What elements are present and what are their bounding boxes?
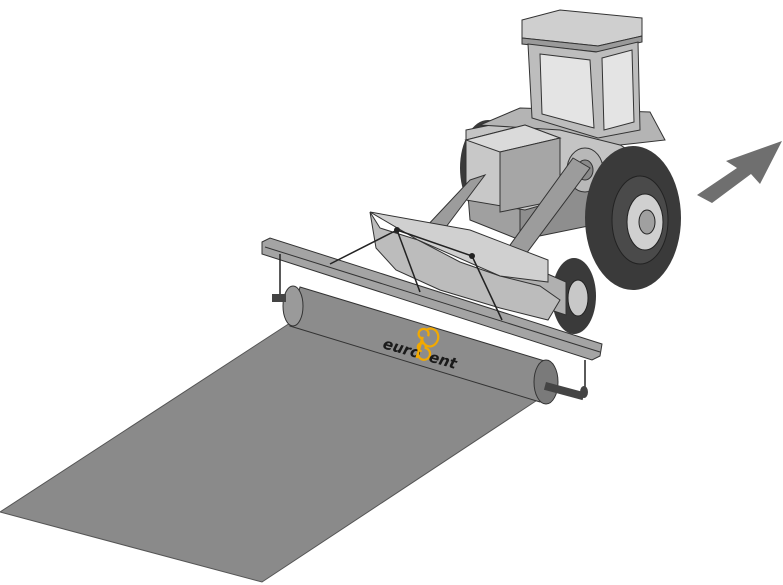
front-wheel <box>552 258 596 334</box>
direction-arrow-icon <box>697 141 782 203</box>
tractor <box>369 9 681 334</box>
spiral-icon <box>415 327 440 361</box>
cab-window-side <box>601 49 635 131</box>
spreader-bar <box>261 227 603 392</box>
rear-wheel-right <box>585 146 681 290</box>
cab-window-front <box>539 53 595 129</box>
